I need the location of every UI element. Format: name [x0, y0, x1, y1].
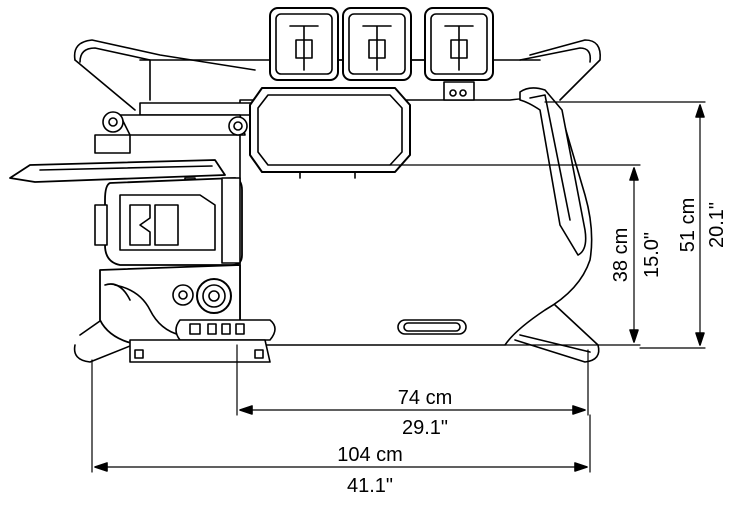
width-total-metric: 104 cm	[337, 444, 403, 466]
width-inner-imperial: 29.1"	[402, 417, 448, 439]
height-total-metric: 51 cm	[677, 198, 699, 252]
dimension-width-inner	[236, 344, 589, 416]
height-total-imperial: 20.1"	[706, 202, 728, 248]
lower-left-control-module	[99, 264, 276, 363]
pump-unit-1	[269, 7, 339, 81]
height-inner-metric: 38 cm	[610, 228, 632, 282]
width-inner-metric: 74 cm	[398, 387, 452, 409]
left-pump-module	[94, 177, 243, 266]
pump-unit-2	[342, 7, 412, 81]
support-arm	[94, 102, 261, 154]
dimension-height-total	[544, 101, 706, 349]
width-total-imperial: 41.1"	[347, 475, 393, 497]
pump-unit-3	[424, 7, 494, 101]
top-pump-units	[269, 7, 494, 101]
dimension-width-total	[91, 359, 591, 473]
height-inner-imperial: 15.0"	[641, 232, 663, 278]
central-display	[249, 87, 411, 179]
dimension-labels: 74 cm 29.1" 104 cm 41.1" 38 cm 15.0" 51 …	[337, 198, 728, 497]
dimension-height-inner	[389, 164, 641, 346]
